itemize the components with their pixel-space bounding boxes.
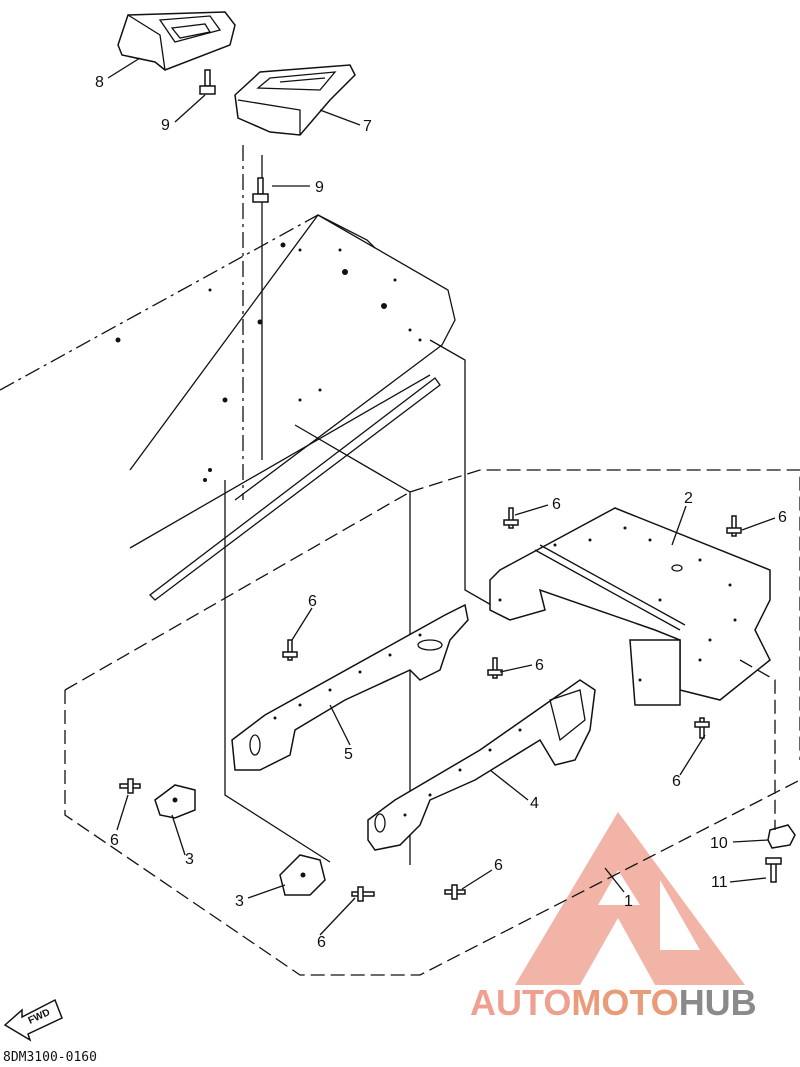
rail-5-holes (273, 633, 422, 720)
rivet-6-h (694, 717, 710, 739)
rivet-6-e (119, 778, 141, 794)
bolt-9-upper (199, 69, 216, 95)
rivet-6-d (487, 657, 503, 679)
rivet-6-a (503, 507, 519, 529)
watermark-text: AUTOMOTOHUB (470, 982, 757, 1023)
leader-lines (107, 57, 776, 936)
callout-4: 4 (530, 795, 539, 812)
rivet-6-f (351, 886, 375, 902)
seat-frame-holes (498, 526, 737, 682)
callout-6-g: 6 (494, 857, 503, 874)
callout-10: 10 (710, 835, 728, 852)
callout-6-h: 6 (317, 934, 326, 951)
callout-6-f: 6 (110, 832, 119, 849)
part-10-nut (767, 824, 796, 849)
callout-9-upper: 9 (161, 117, 170, 134)
callout-5: 5 (344, 746, 353, 763)
part-7-cover (234, 64, 356, 136)
callout-6-b: 6 (778, 509, 787, 526)
part-4-rail (367, 679, 596, 851)
rivet-6-b (726, 515, 742, 537)
callout-6-d: 6 (535, 657, 544, 674)
callout-11: 11 (711, 874, 728, 891)
watermark-moto: MOTO (571, 982, 678, 1023)
svg-text:AUTOMOTOHUB: AUTOMOTOHUB (470, 982, 757, 1023)
callout-9-lower: 9 (315, 179, 324, 196)
watermark-logo (515, 812, 745, 985)
callout-6-c: 6 (308, 593, 317, 610)
rail-4-holes (403, 728, 522, 817)
main-frame-box (0, 145, 800, 976)
part-3-bracket-lower (279, 854, 326, 896)
callout-6-a: 6 (552, 496, 561, 513)
part-5-rail (231, 603, 469, 771)
callout-6-e: 6 (672, 773, 681, 790)
part-3-bracket-upper (154, 784, 196, 819)
frame-box-holes (115, 242, 422, 482)
callout-8: 8 (95, 74, 104, 91)
callout-7: 7 (363, 118, 372, 135)
bolt-9-lower (252, 177, 269, 203)
callout-1: 1 (624, 893, 633, 910)
part-2-seat-frame (489, 507, 771, 706)
watermark-auto: AUTO (470, 982, 571, 1023)
fwd-arrow: FWD (3, 998, 63, 1042)
diagram-code: 8DM3100-0160 (3, 1050, 97, 1065)
watermark-hub: HUB (679, 982, 757, 1023)
callout-3-lower: 3 (235, 893, 244, 910)
callout-3-upper: 3 (185, 851, 194, 868)
callout-labels: 8 9 7 9 2 6 6 6 6 5 6 4 6 10 3 6 11 3 1 … (95, 74, 787, 951)
rivet-6-g (444, 884, 466, 900)
part-8-cover (117, 11, 236, 71)
callout-2: 2 (684, 490, 693, 507)
rivet-6-c (282, 639, 298, 661)
part-11-pin (765, 857, 782, 883)
